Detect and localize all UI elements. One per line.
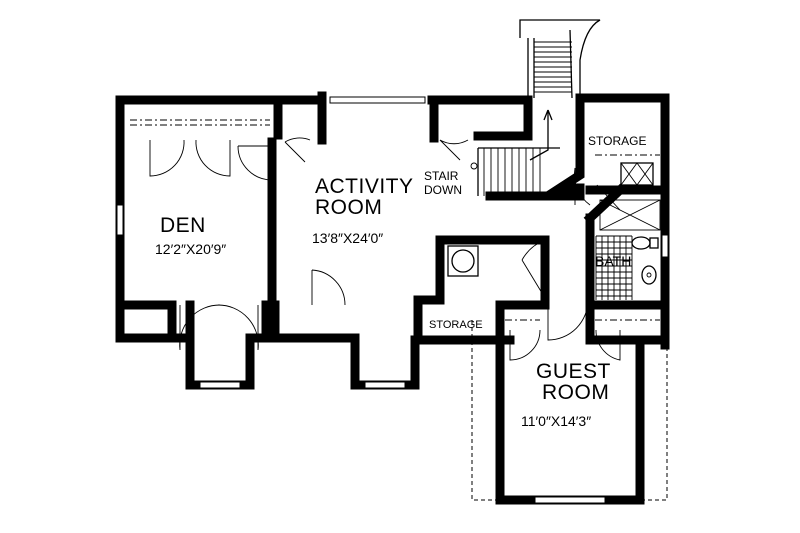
den-dimensions: 12′2″X20′9″	[155, 241, 226, 257]
balcony-outline	[471, 320, 668, 501]
windows	[116, 96, 669, 504]
walls	[115, 91, 670, 505]
den-label: DEN	[160, 214, 206, 237]
interior-stair	[470, 109, 560, 196]
exterior-stair	[519, 19, 601, 99]
stair-label-line1: STAIR	[424, 169, 459, 183]
storage-mid-label: STORAGE	[429, 319, 483, 331]
activity-room-label-line1: ACTIVITY	[315, 175, 414, 198]
guest-room-label-line1: GUEST	[536, 360, 611, 383]
activity-room-dimensions: 13′8″X24′0″	[312, 230, 383, 246]
storage-top-label: STORAGE	[588, 134, 646, 148]
closet-shelves	[130, 119, 660, 321]
activity-room-label-line2: ROOM	[315, 196, 382, 219]
fixtures	[447, 162, 661, 300]
doors	[149, 137, 621, 361]
guest-room-label-line2: ROOM	[542, 381, 609, 404]
guest-room-dimensions: 11′0″X14′3″	[521, 413, 591, 429]
stair-label-line2: DOWN	[424, 183, 462, 197]
room-labels: DEN 12′2″X20′9″ ACTIVITY ROOM 13′8″X24′0…	[155, 134, 646, 429]
bath-label: BATH	[595, 253, 631, 269]
